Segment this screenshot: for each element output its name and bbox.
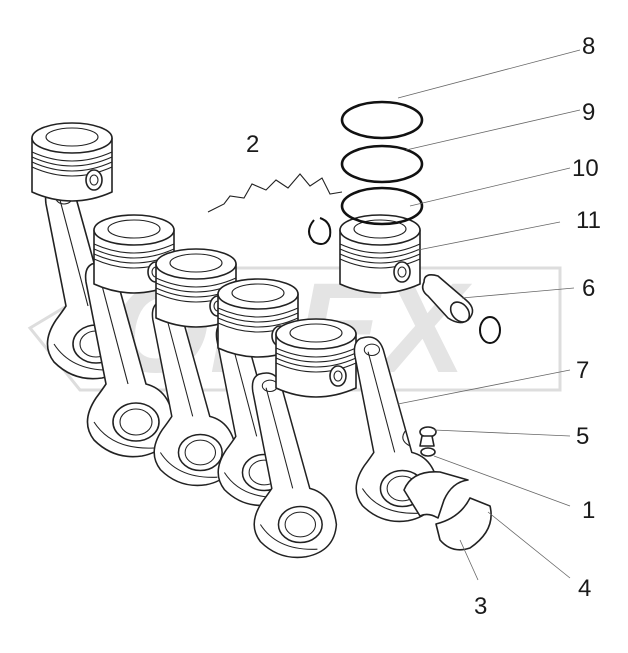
ring-8 <box>340 100 424 140</box>
callout-8: 8 <box>582 33 595 60</box>
callout-6: 6 <box>582 275 595 302</box>
leader-lines <box>397 49 581 581</box>
piston-pin <box>421 274 474 324</box>
callout-9: 9 <box>582 99 595 126</box>
callout-7: 7 <box>576 357 589 384</box>
bolt-and-nut <box>402 426 437 457</box>
callout-4: 4 <box>578 575 591 602</box>
callout-3: 3 <box>474 593 487 620</box>
exploded-piston <box>339 214 421 294</box>
ring-9 <box>340 144 424 184</box>
bearing-shells <box>403 471 492 551</box>
callout-11: 11 <box>576 207 601 234</box>
circlip-left <box>308 217 332 245</box>
callout-1: 1 <box>582 497 595 524</box>
callout-10: 10 <box>572 155 599 182</box>
gear-outline <box>207 173 343 213</box>
piston-rings <box>340 100 424 226</box>
callout-2: 2 <box>246 131 259 158</box>
ring-10 <box>340 186 424 226</box>
circlip-right <box>479 316 501 344</box>
callout-5: 5 <box>576 423 589 450</box>
